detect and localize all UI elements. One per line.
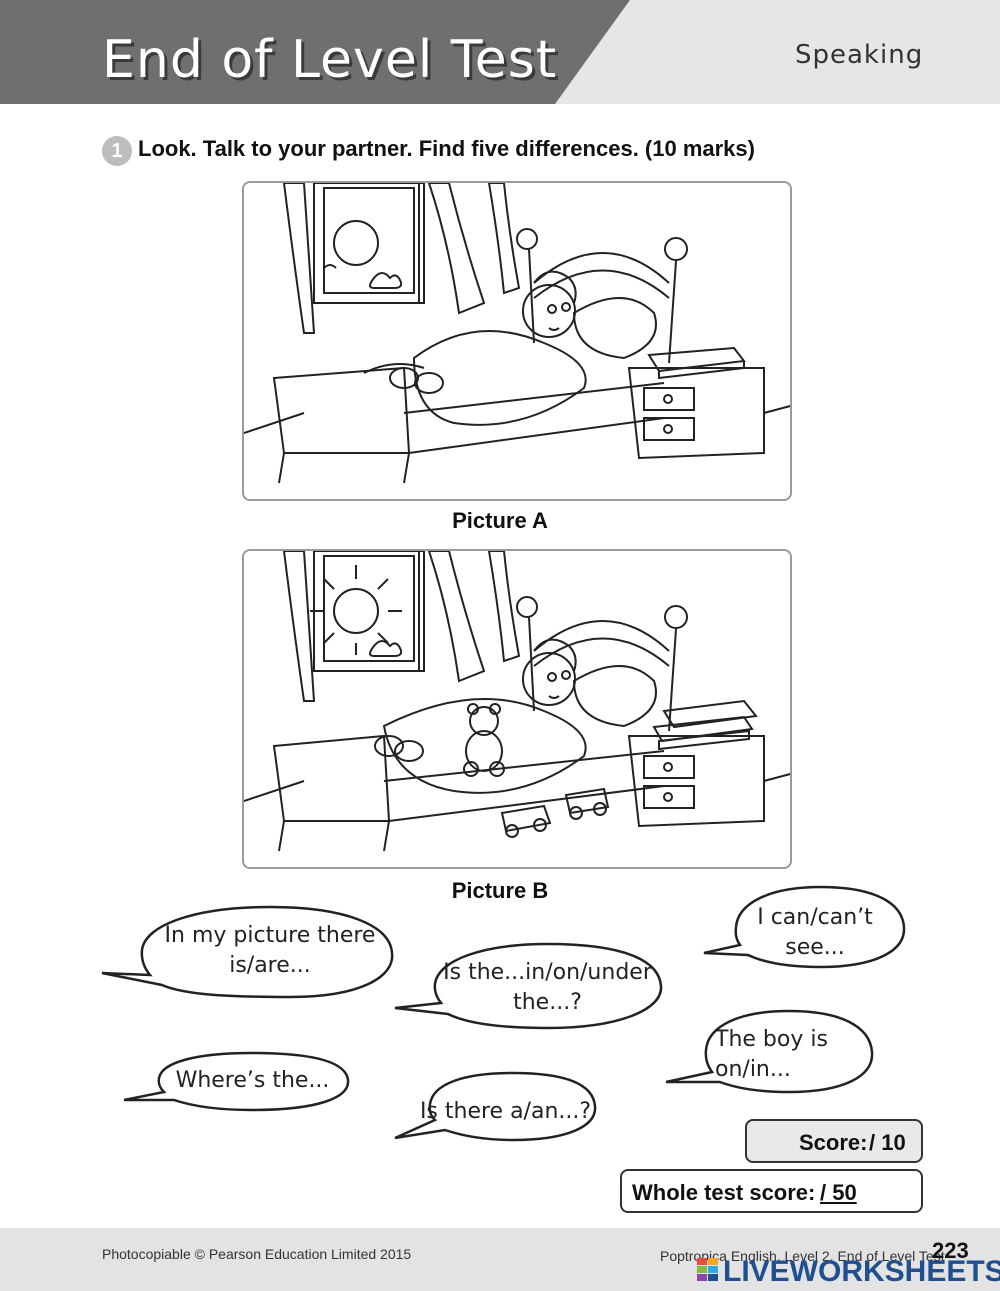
speech-bubble-2-line-1: I can/can’t — [757, 905, 873, 930]
picture-a-illustration — [244, 183, 790, 484]
page-number: 223 — [932, 1238, 969, 1263]
speech-bubble-1 — [101, 905, 394, 999]
picture-b-caption: Picture B — [451, 878, 549, 903]
picture-a-frame — [242, 181, 792, 501]
speech-bubble-5 — [123, 1051, 350, 1112]
footer-copyright: Photocopiable © Pearson Education Limite… — [102, 1246, 412, 1262]
liveworksheets-wordmark: LIVEWORKSHEETS — [723, 1255, 1000, 1288]
picture-a-caption: Picture A — [452, 508, 548, 533]
header-title-band — [0, 0, 630, 104]
picture-b-illustration — [244, 551, 790, 852]
page-title: End of Level Test — [102, 30, 558, 90]
speech-bubble-1-line-2: is/are... — [229, 953, 311, 978]
speech-bubble-2 — [703, 885, 906, 969]
speech-bubble-3 — [394, 942, 663, 1030]
footer-book-title: Poptropica English, Level 2, End of Leve… — [660, 1248, 945, 1264]
speech-bubble-2-line-2: see... — [785, 935, 845, 960]
score-value: / 10 — [869, 1130, 906, 1155]
speech-bubble-5-text: Where’s the... — [165, 1066, 340, 1096]
question-instruction: Look. Talk to your partner. Find five di… — [138, 136, 755, 161]
score-label: Score: — [799, 1130, 868, 1155]
speech-bubble-1-line-1: In my picture there — [164, 923, 376, 948]
speech-bubble-2-text: I can/can’t see... — [740, 903, 890, 963]
liveworksheets-logo-icon — [697, 1258, 718, 1281]
whole-test-score-label: Whole test score: — [632, 1180, 816, 1205]
speech-bubble-3-text: Is the...in/on/under the...? — [440, 958, 655, 1018]
whole-test-score-value: / 50 — [820, 1180, 857, 1205]
speech-bubble-4-text: The boy is on/in... — [715, 1025, 845, 1085]
score-box: Score: / 10 — [745, 1119, 923, 1163]
section-label: Speaking — [795, 40, 924, 70]
speech-bubble-4-line-2: on/in... — [715, 1057, 791, 1082]
speech-bubble-4-line-1: The boy is — [715, 1027, 828, 1052]
picture-b-frame — [242, 549, 792, 869]
speech-bubble-6-text: Is there a/an...? — [418, 1097, 593, 1127]
speech-bubble-3-line-2: the...? — [513, 990, 582, 1015]
whole-test-score-box: Whole test score: / 50 — [620, 1169, 923, 1213]
speech-bubble-1-text: In my picture there is/are... — [150, 921, 390, 981]
footer-band — [0, 1228, 1000, 1291]
question-number-badge: 1 — [102, 136, 132, 166]
speech-bubble-5-line-1: Where’s the... — [175, 1068, 330, 1093]
speech-bubble-3-line-1: Is the...in/on/under — [443, 960, 652, 985]
speech-bubble-4 — [665, 1009, 874, 1094]
speech-bubble-6 — [394, 1071, 597, 1142]
speech-bubble-6-line-1: Is there a/an...? — [419, 1099, 592, 1124]
